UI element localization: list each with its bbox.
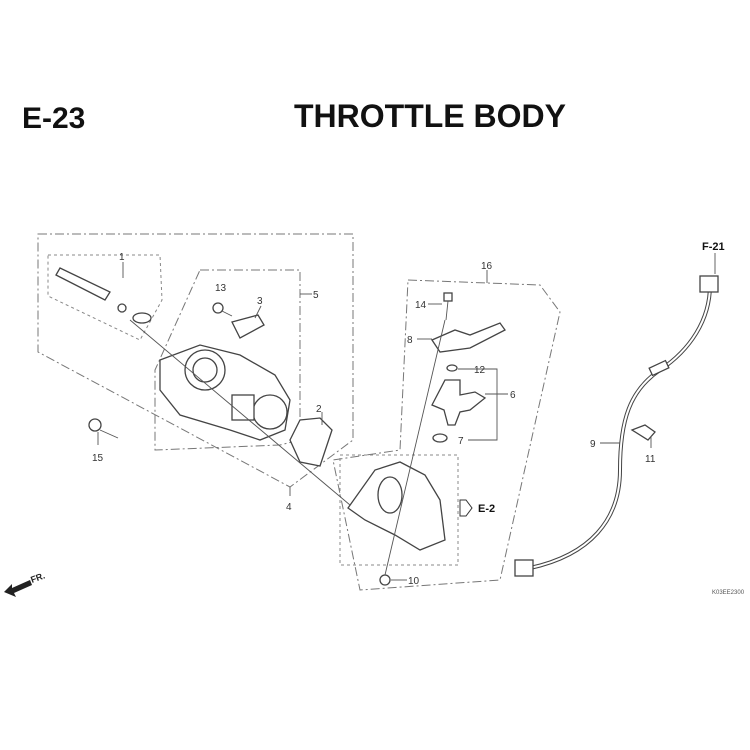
callout-6: 6: [510, 390, 516, 401]
part-1-shaft: [55, 267, 152, 324]
callout-5: 5: [313, 290, 319, 301]
front-arrow-icon: [4, 580, 32, 597]
section-number: E-23: [22, 102, 85, 135]
part-11-clip: [630, 424, 656, 441]
callout-16: 16: [481, 261, 493, 272]
callout-10: 10: [408, 576, 420, 587]
intake-joint: [347, 461, 446, 551]
part-13-bolt: [212, 302, 233, 317]
page-title: THROTTLE BODY: [294, 98, 566, 134]
diagram-code: K03EE2300: [712, 590, 745, 596]
callout-11: 11: [645, 454, 656, 465]
callout-3: 3: [257, 296, 263, 307]
callout-4: 4: [286, 502, 292, 513]
part-2-gasket: [289, 417, 333, 467]
group-5-outline: [154, 269, 301, 451]
front-direction-indicator: FR.: [4, 571, 46, 597]
callout-7: 7: [458, 436, 464, 447]
front-label: FR.: [29, 571, 46, 585]
callout-2: 2: [316, 404, 322, 415]
part-15-bolt: [88, 418, 119, 439]
reference-e2-label[interactable]: E-2: [478, 503, 495, 515]
throttle-body: [159, 344, 291, 441]
callout-14: 14: [415, 300, 427, 311]
callout-1: 1: [119, 252, 125, 263]
part-10-nut: [379, 574, 391, 586]
callout-9: 9: [590, 439, 596, 450]
part-3-clamp: [231, 314, 265, 339]
callout-8: 8: [407, 335, 413, 346]
callout-12: 12: [474, 365, 486, 376]
leader-lines: [97, 253, 716, 581]
reference-f21-label[interactable]: F-21: [702, 241, 725, 253]
reference-e2[interactable]: E-2: [459, 499, 495, 517]
part-14-bolt: [443, 292, 453, 321]
group-4-outline: [37, 233, 354, 488]
group-16-outline: [332, 279, 561, 591]
part-6-injector: [431, 364, 487, 443]
callout-15: 15: [92, 453, 104, 464]
reference-f21[interactable]: F-21: [702, 241, 725, 253]
part-8-holder: [431, 322, 506, 353]
part-9-cable: [514, 275, 719, 577]
callout-13: 13: [215, 283, 227, 294]
